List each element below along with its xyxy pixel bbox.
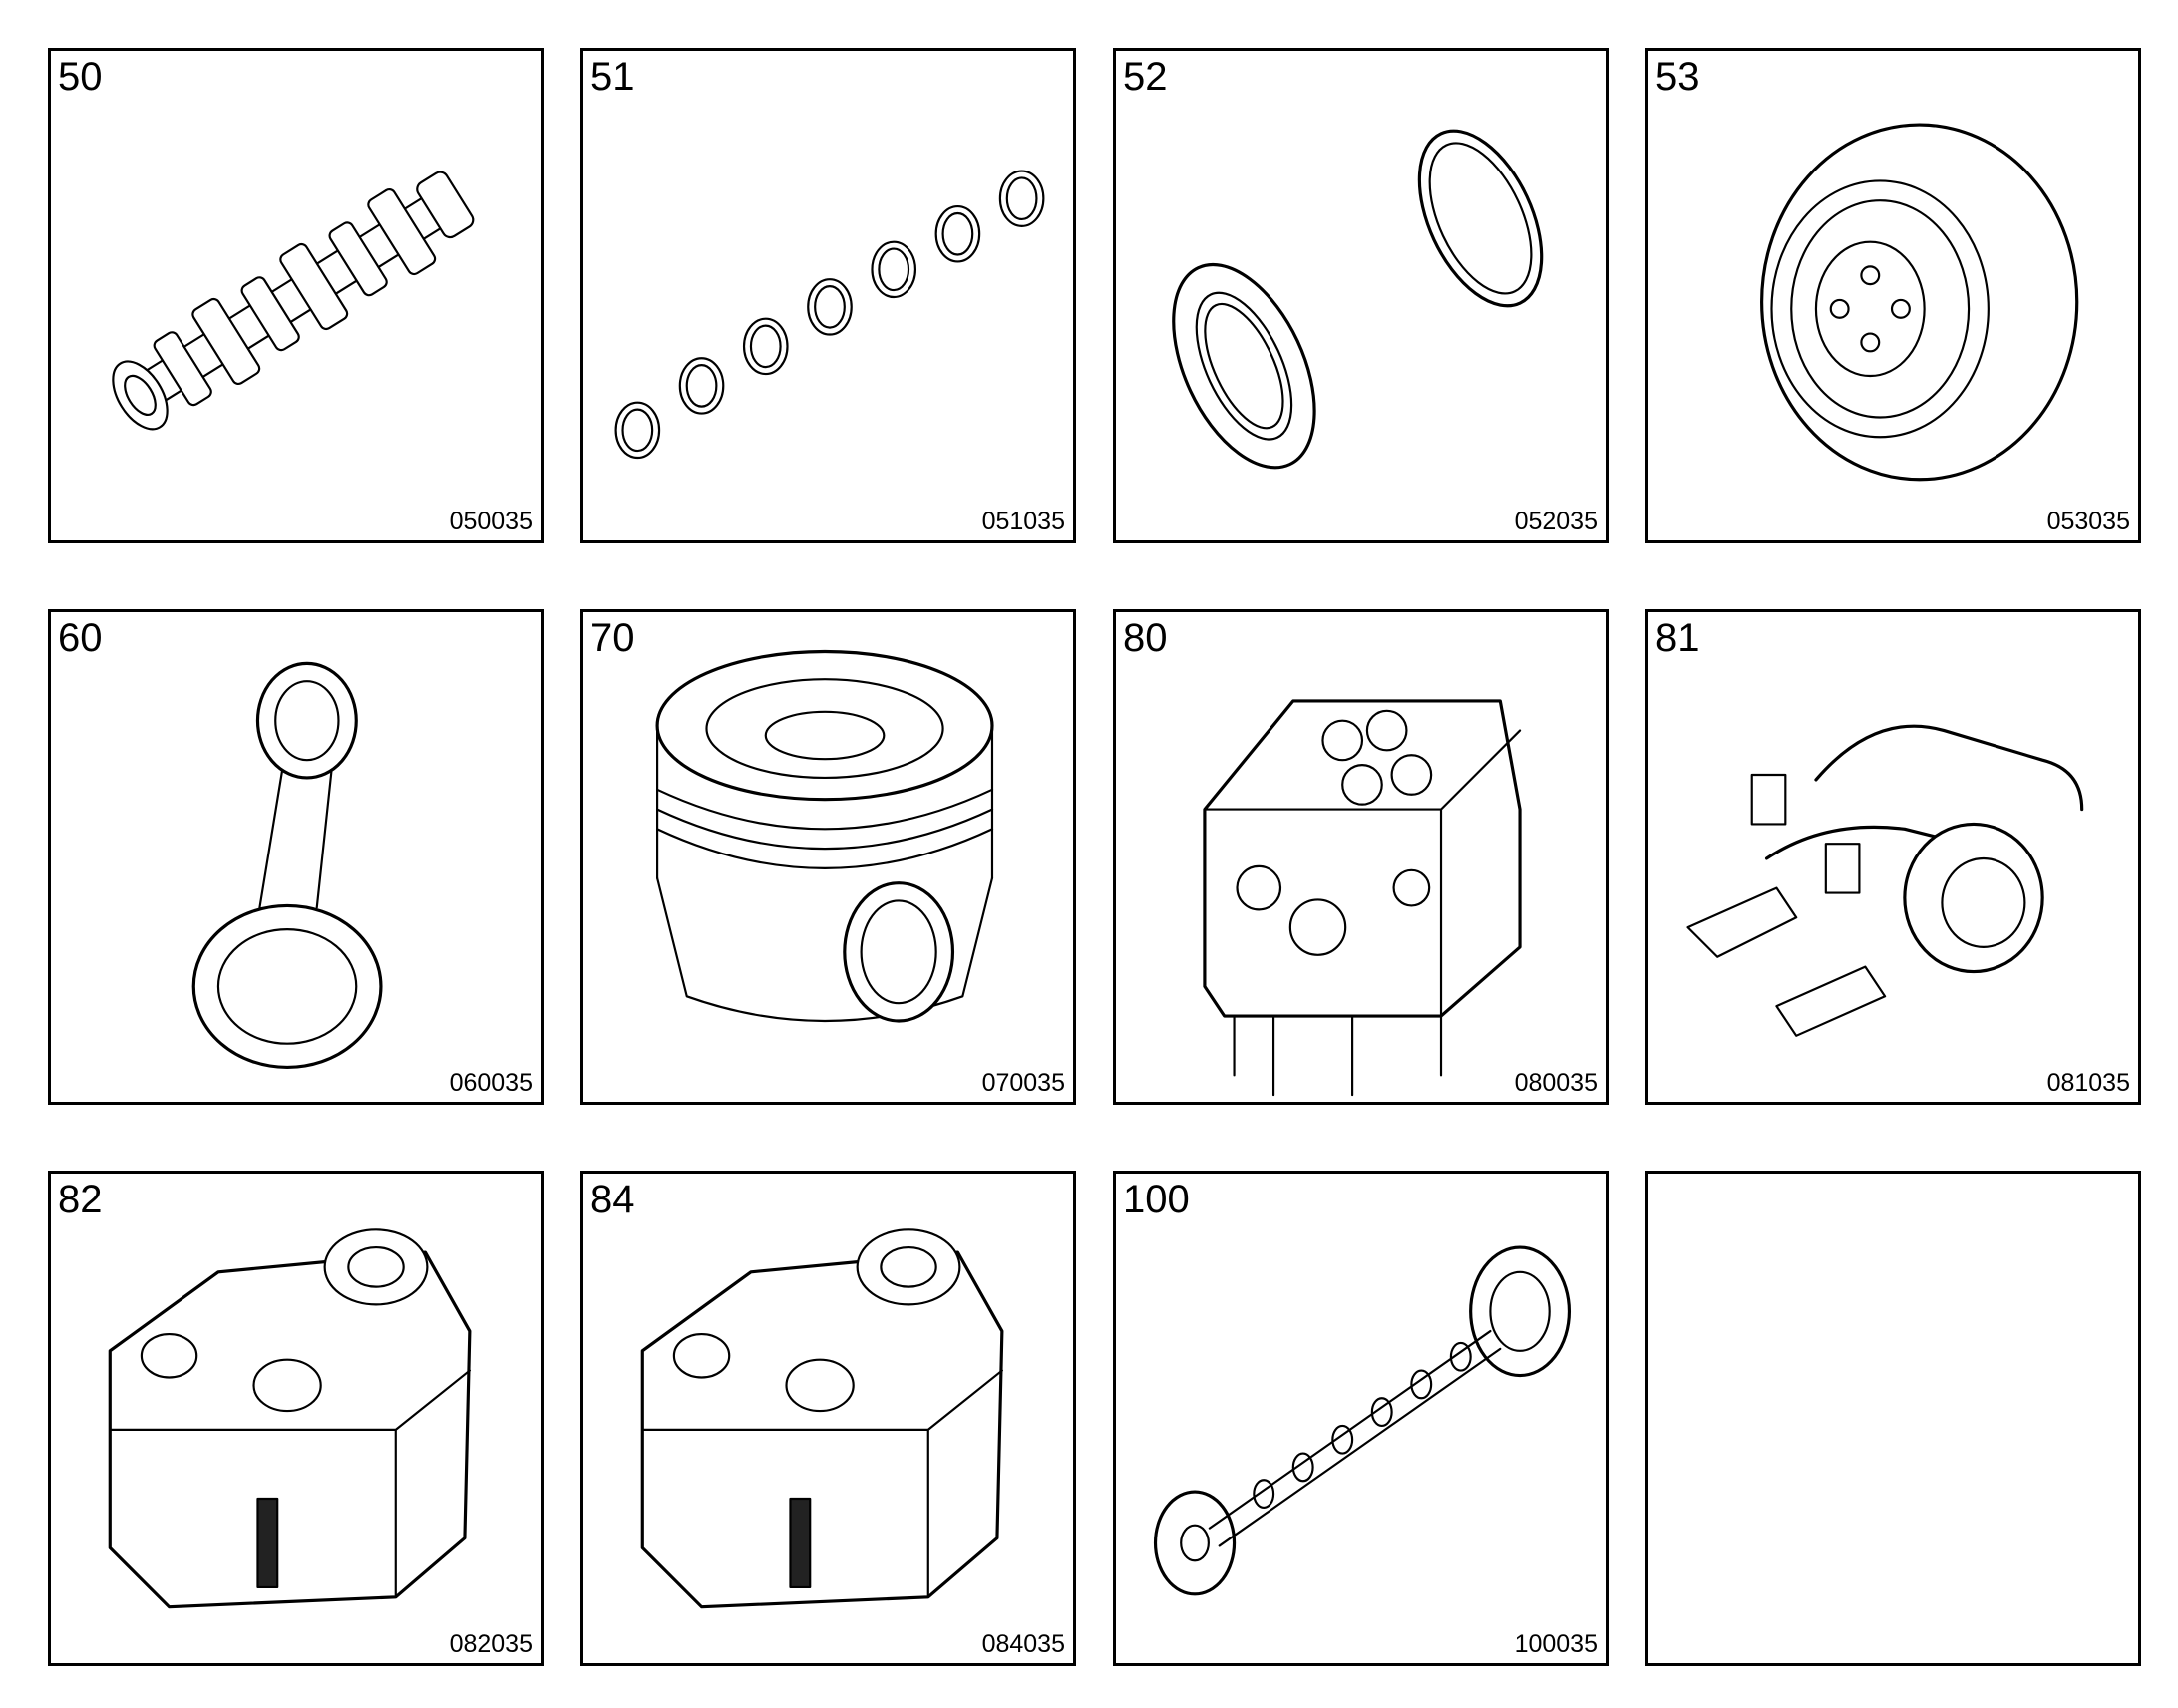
camshaft-icon: [1153, 1245, 1572, 1596]
tile-code: 060035: [449, 1069, 533, 1097]
tile-code: 051035: [981, 508, 1065, 535]
tile-50[interactable]: 50 050035: [48, 48, 544, 543]
tile-number: 51: [590, 55, 635, 99]
connecting-rod-icon: [191, 661, 383, 1070]
tile-52[interactable]: 52 052035: [1113, 48, 1609, 543]
vibration-damper-icon: [1760, 123, 2079, 482]
tile-number: 80: [1123, 616, 1168, 660]
tile-80[interactable]: 80 080035: [1113, 609, 1609, 1105]
tile-number: 82: [58, 1178, 103, 1221]
tile-number: 52: [1123, 55, 1168, 99]
cylinder-head-icon: [1203, 699, 1522, 1097]
tile-53[interactable]: 53 053035: [1645, 48, 2141, 543]
tile-code: 082035: [449, 1630, 533, 1658]
rocker-arm-icon: [1686, 724, 2084, 1037]
tile-84[interactable]: 84 084035: [580, 1171, 1076, 1666]
tile-number: 84: [590, 1178, 635, 1221]
crankshaft-icon: [112, 171, 475, 431]
tile-code: 100035: [1514, 1630, 1598, 1658]
tile-code: 084035: [981, 1630, 1065, 1658]
tile-number: 60: [58, 616, 103, 660]
tile-code: 081035: [2046, 1069, 2130, 1097]
seal-housing-icon: [1172, 129, 1544, 470]
tile-51[interactable]: 51 051035: [580, 48, 1076, 543]
piston-icon: [655, 649, 994, 1023]
tile-70[interactable]: 70 070035: [580, 609, 1076, 1105]
cylinder-head-cover-icon: [108, 1228, 472, 1609]
tile-82[interactable]: 82 082035: [48, 1171, 544, 1666]
tile-number: 53: [1655, 55, 1700, 99]
cylinder-head-cover-icon: [640, 1228, 1004, 1609]
tile-code: 052035: [1514, 508, 1598, 535]
tile-code: 053035: [2046, 508, 2130, 535]
tile-code: 080035: [1514, 1069, 1598, 1097]
tile-code: 070035: [981, 1069, 1065, 1097]
tile-100[interactable]: 100 100035: [1113, 1171, 1609, 1666]
tile-empty: [1645, 1171, 2141, 1666]
tile-60[interactable]: 60 060035: [48, 609, 544, 1105]
tile-number: 50: [58, 55, 103, 99]
tile-code: 050035: [449, 508, 533, 535]
tile-number: 100: [1123, 1178, 1190, 1221]
tile-81[interactable]: 81 081035: [1645, 609, 2141, 1105]
tile-number: 81: [1655, 616, 1700, 660]
tile-number: 70: [590, 616, 635, 660]
bearing-shells-icon: [614, 170, 1045, 460]
